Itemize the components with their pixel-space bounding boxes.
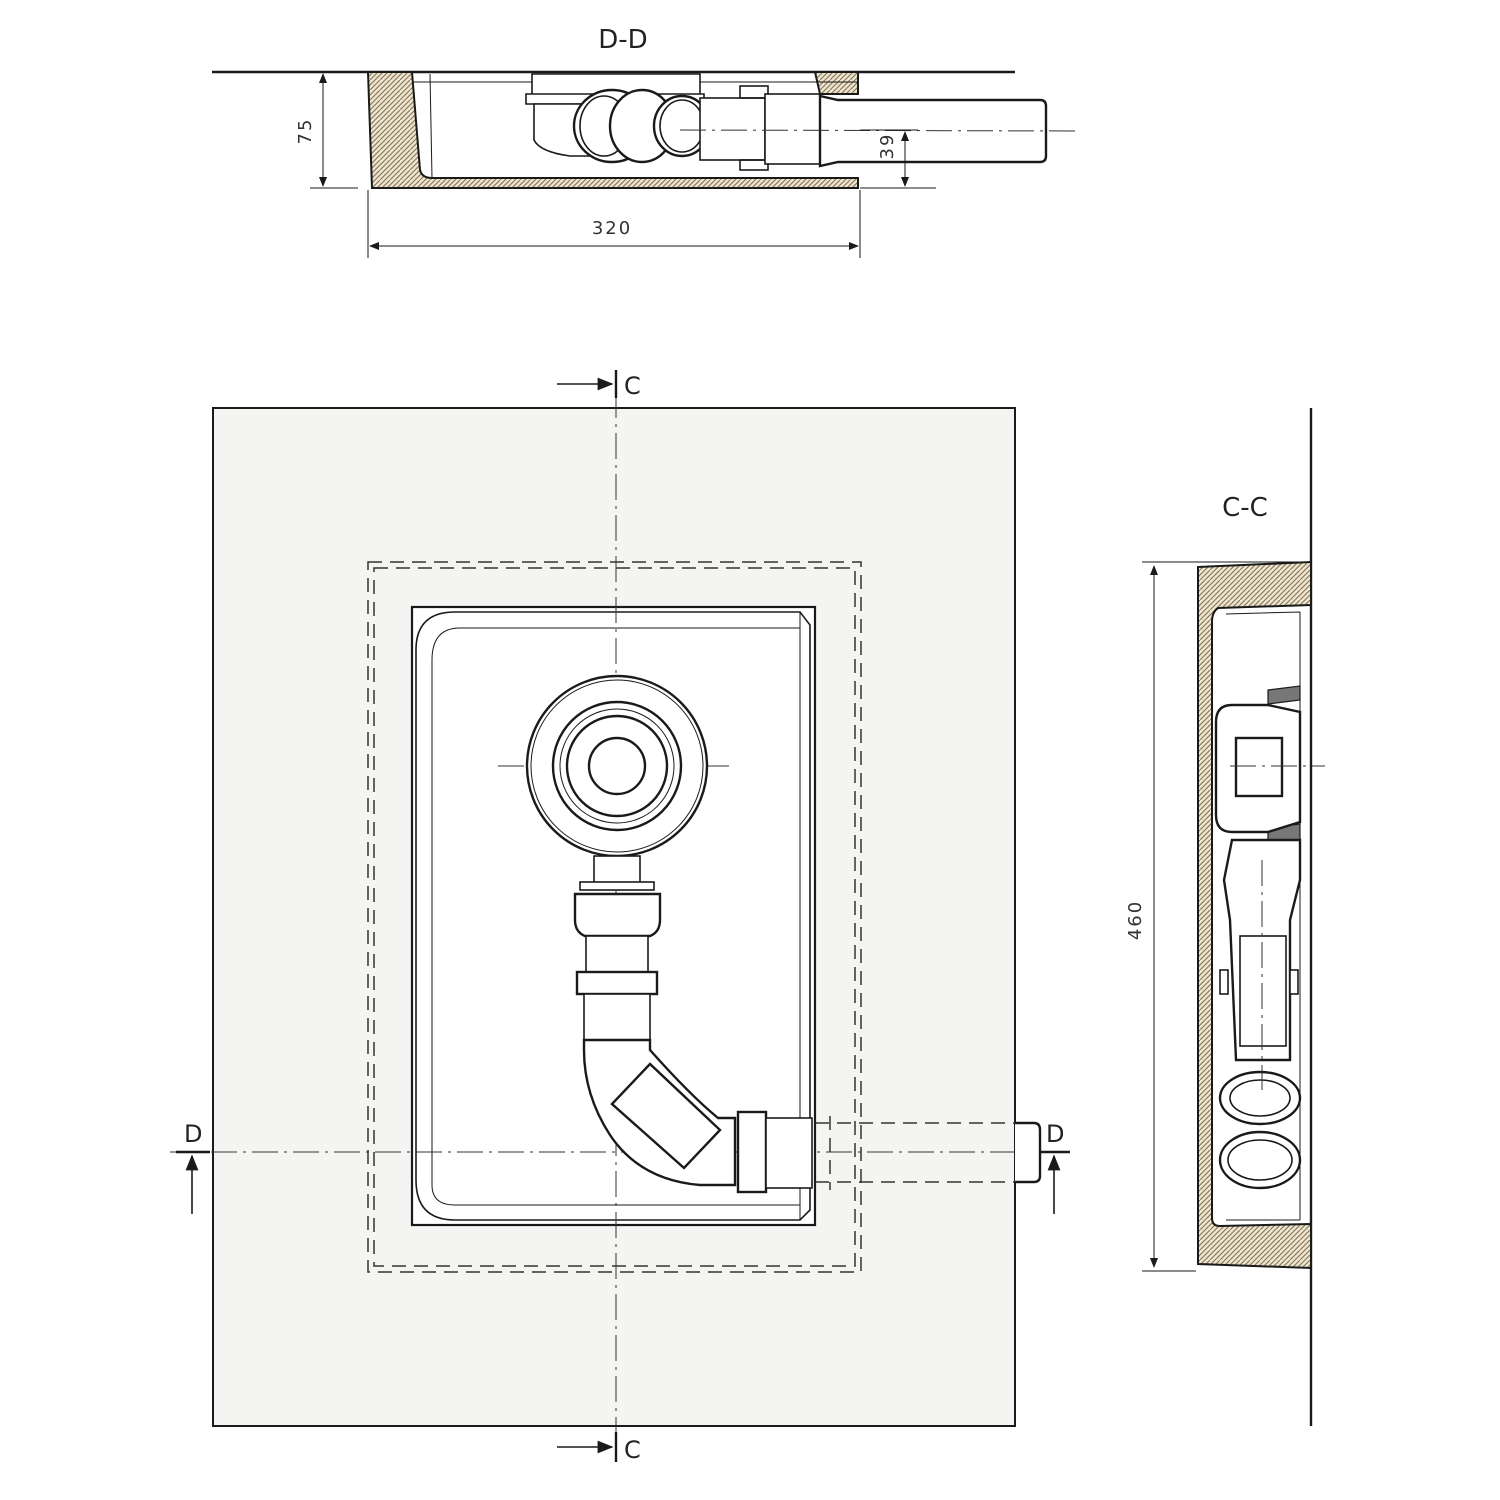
trap-assembly — [573, 855, 813, 1194]
niche-body-hatch-right — [813, 71, 859, 95]
dim-460: 460 — [1125, 561, 1300, 1272]
niche-body-hatch — [366, 71, 859, 189]
drain-top — [525, 674, 709, 858]
dim-320-label: 320 — [592, 218, 632, 239]
drain-siphon-body — [525, 73, 712, 164]
outlet-pipe — [699, 85, 1048, 171]
niche-body-hatch-cc — [1197, 560, 1312, 1270]
dim-320: 320 — [367, 190, 861, 258]
dim-75-label: 75 — [295, 118, 316, 145]
dim-39-label: 39 — [877, 133, 898, 160]
svg-text:D: D — [1046, 1120, 1064, 1148]
section-dd-title: D-D — [598, 25, 647, 55]
dim-460-label: 460 — [1125, 900, 1146, 940]
outlet-hidden — [815, 1116, 1042, 1190]
section-cc-title: C-C — [1222, 493, 1268, 523]
svg-text:C: C — [624, 372, 641, 400]
section-dd: D-D — [212, 25, 1076, 258]
niche-outline-hidden — [367, 561, 862, 1273]
svg-text:C: C — [624, 1436, 641, 1464]
section-cc: C-C 460 — [1125, 408, 1325, 1426]
section-marker-d-left: D — [176, 1120, 210, 1214]
dim-75: 75 — [295, 73, 358, 189]
svg-text:D: D — [184, 1120, 202, 1148]
section-marker-c-top: C — [557, 370, 641, 400]
dim-39: 39 — [860, 129, 936, 189]
siphon-section — [1214, 685, 1302, 1190]
plan-view: C C D D — [170, 370, 1070, 1464]
section-marker-d-right: D — [1040, 1120, 1070, 1214]
section-marker-c-bottom: C — [557, 1432, 641, 1464]
